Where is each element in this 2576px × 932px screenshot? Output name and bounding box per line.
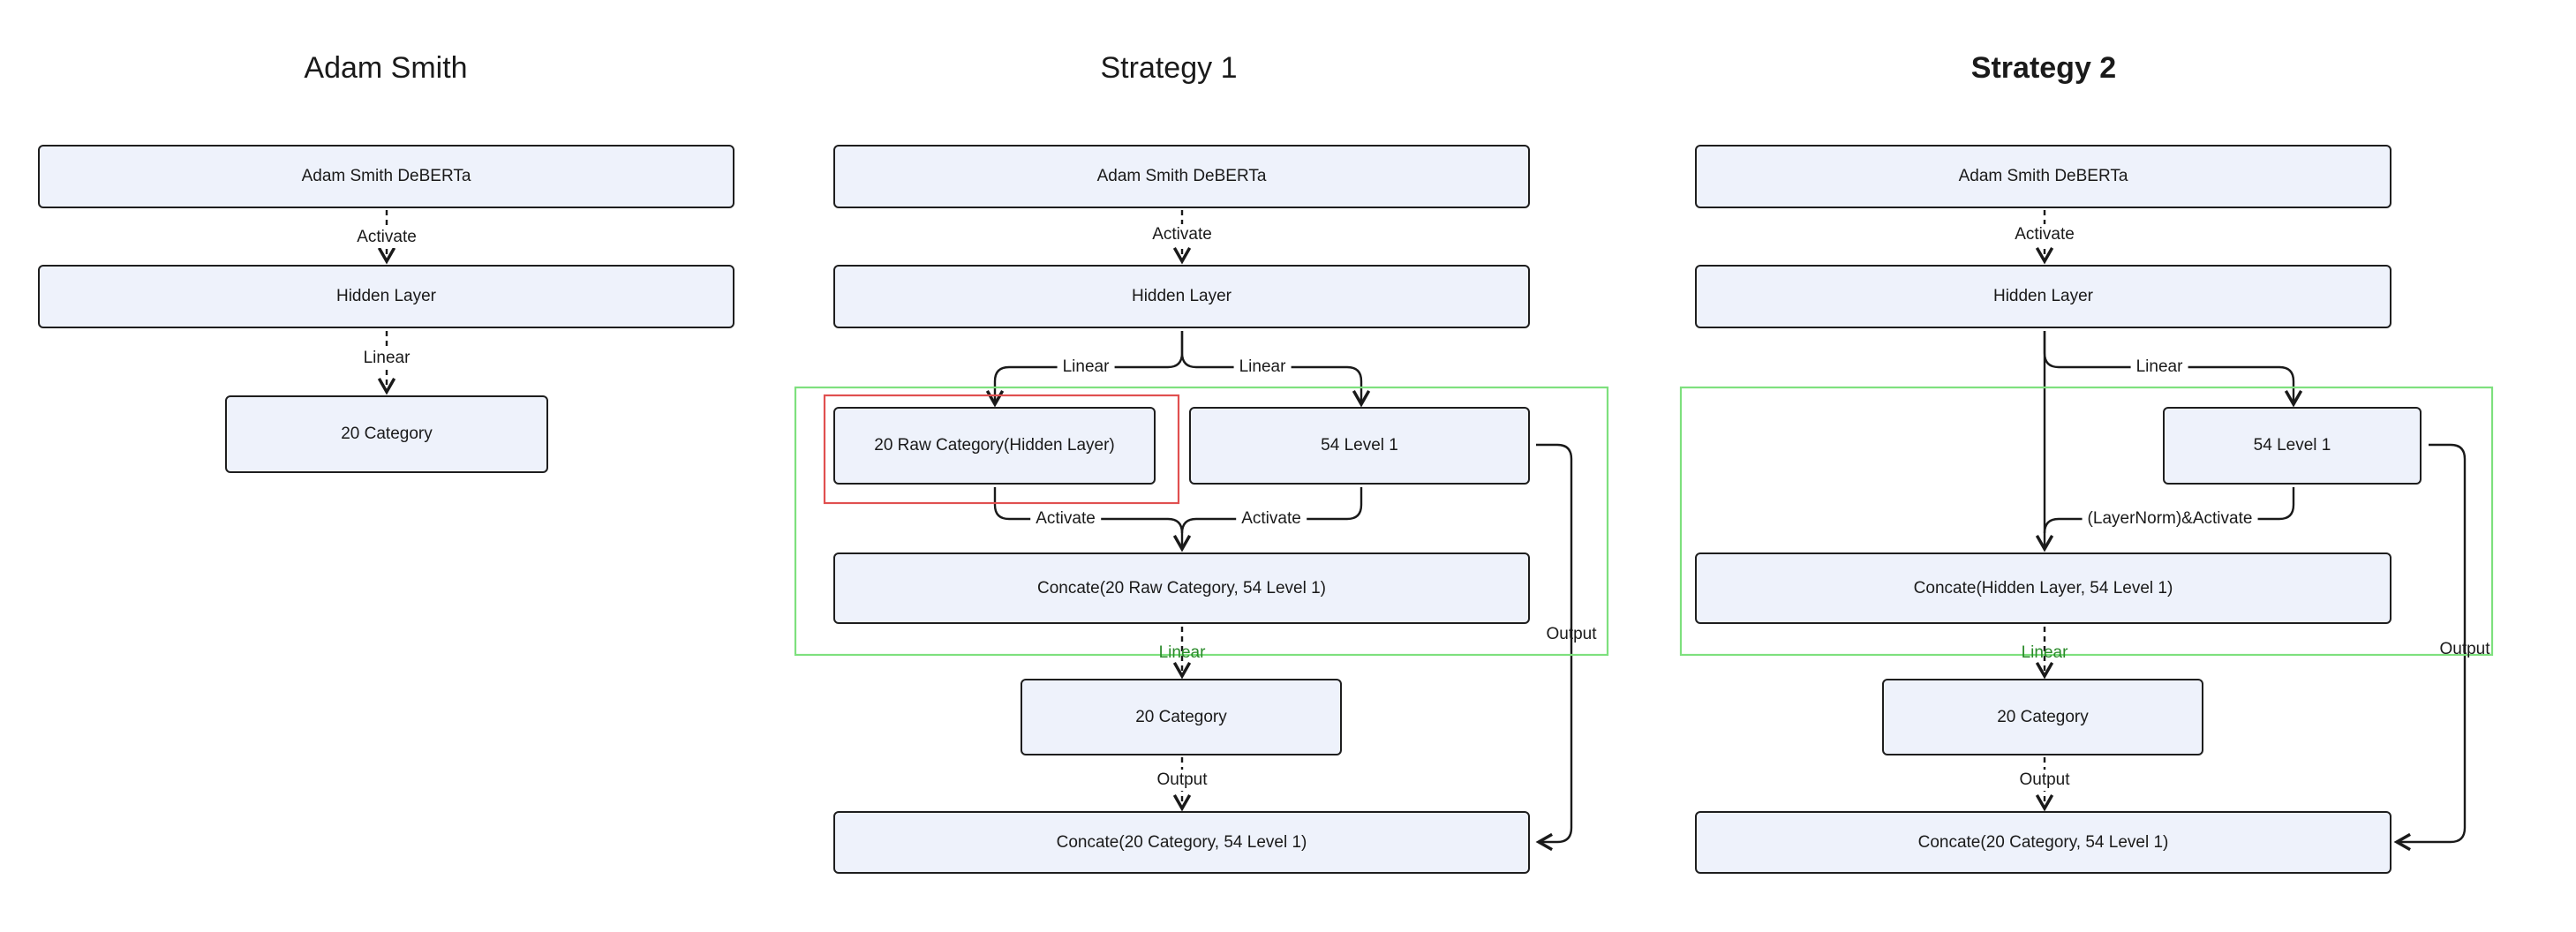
node-c2-level1: 54 Level 1 [1189, 407, 1530, 485]
node-c3-final: Concate(20 Category, 54 Level 1) [1695, 811, 2391, 874]
label-c2-activate-right: Activate [1236, 508, 1307, 530]
node-c1-output: 20 Category [225, 395, 548, 473]
node-c2-final: Concate(20 Category, 54 Level 1) [833, 811, 1530, 874]
node-c2-concat: Concate(20 Raw Category, 54 Level 1) [833, 552, 1530, 624]
label-c3-output: Output [2014, 770, 2075, 791]
node-c1-hidden: Hidden Layer [38, 265, 734, 328]
node-c3-concat: Concate(Hidden Layer, 54 Level 1) [1695, 552, 2391, 624]
node-c3-encoder: Adam Smith DeBERTa [1695, 145, 2391, 208]
label-c2-linear-bottom: Linear [1158, 643, 1206, 662]
column-title-adam-smith: Adam Smith [304, 51, 468, 85]
label-c3-linear: Linear [2130, 357, 2188, 378]
label-c2-activate: Activate [1147, 224, 1217, 245]
edge-c2-activate-right [1180, 487, 1363, 534]
node-c2-raw-category: 20 Raw Category(Hidden Layer) [833, 407, 1156, 485]
node-c3-category: 20 Category [1882, 679, 2203, 755]
highlight-frame-c2 [794, 386, 1609, 657]
node-c3-hidden: Hidden Layer [1695, 265, 2391, 328]
edge-c3-output-side [2393, 443, 2467, 852]
label-c2-linear-left: Linear [1057, 357, 1115, 378]
node-c2-encoder: Adam Smith DeBERTa [833, 145, 1530, 208]
label-c3-layernorm: (LayerNorm)&Activate [2082, 508, 2258, 530]
node-c3-level1: 54 Level 1 [2163, 407, 2422, 485]
label-c1-linear: Linear [358, 348, 416, 369]
column-title-strategy-2: Strategy 2 [1970, 51, 2117, 85]
highlight-frame-c2-raw [823, 394, 1180, 505]
node-c2-category: 20 Category [1021, 679, 1342, 755]
label-c3-output-side: Output [2439, 640, 2490, 658]
label-c1-activate: Activate [351, 227, 422, 248]
label-c2-output-side: Output [1546, 625, 1597, 643]
node-c1-encoder: Adam Smith DeBERTa [38, 145, 734, 208]
label-c2-activate-left: Activate [1030, 508, 1101, 530]
column-title-strategy-1: Strategy 1 [1100, 51, 1238, 85]
label-c3-linear-bottom: Linear [2021, 643, 2068, 662]
highlight-frame-c3 [1679, 386, 2494, 657]
label-c2-linear-right: Linear [1233, 357, 1292, 378]
edge-c3-layernorm [2043, 487, 2295, 534]
label-c3-activate: Activate [2009, 224, 2080, 245]
node-c2-hidden: Hidden Layer [833, 265, 1530, 328]
label-c2-output: Output [1151, 770, 1213, 791]
edge-c2-output-side [1535, 443, 1573, 852]
